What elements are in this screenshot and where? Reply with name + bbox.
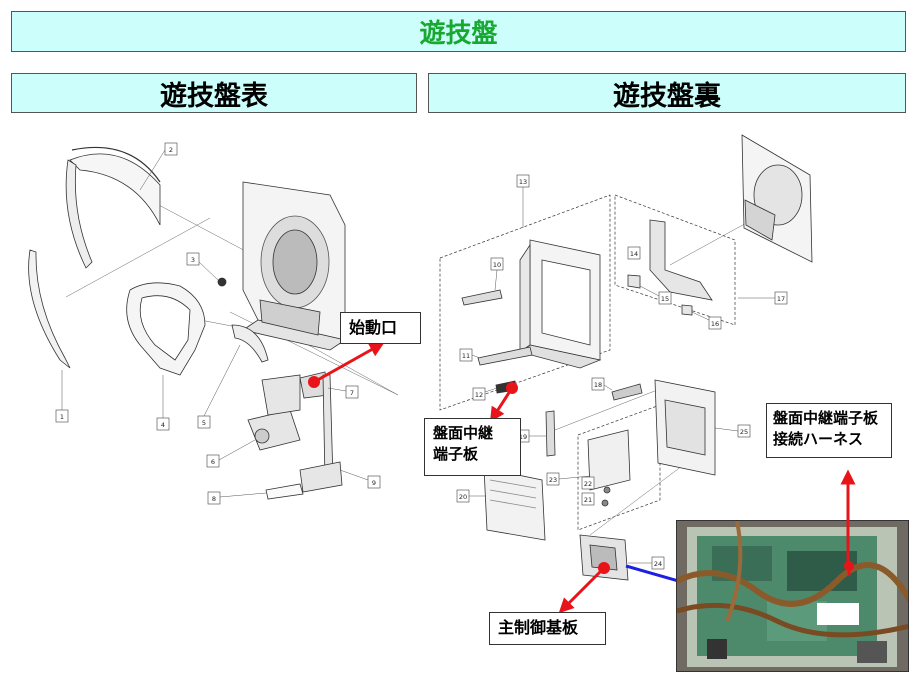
page-title: 遊技盤	[11, 11, 906, 52]
part-label-9: 9	[339, 469, 381, 489]
svg-text:15: 15	[661, 295, 669, 303]
svg-text:10: 10	[493, 261, 501, 269]
part-11-bar	[477, 346, 533, 366]
svg-text:7: 7	[350, 389, 354, 397]
back-section-header: 遊技盤裏	[428, 73, 906, 113]
front-section-header: 遊技盤表	[11, 73, 417, 113]
part-label-25: 25	[714, 424, 751, 438]
main-control-callout: 主制御基板	[489, 612, 606, 645]
front-parts-group	[28, 146, 399, 500]
part-18-bar	[611, 383, 643, 401]
part-10-bracket	[461, 289, 503, 306]
svg-text:16: 16	[711, 320, 719, 328]
part-9-lower-rail	[299, 374, 343, 493]
front-main-frame-part	[242, 181, 346, 351]
part-19-strip	[545, 410, 556, 457]
svg-text:20: 20	[459, 493, 467, 501]
part-label-12: 12	[472, 387, 498, 401]
harness-callout: 盤面中継端子板 接続ハーネス	[766, 403, 892, 458]
part-21	[601, 499, 609, 507]
part-label-14: 14	[627, 246, 641, 260]
part-label-16: 16	[691, 311, 722, 330]
part-label-11: 11	[459, 348, 481, 362]
svg-text:19: 19	[519, 433, 527, 441]
start-port-arrow	[313, 342, 385, 384]
svg-text:2: 2	[169, 146, 173, 154]
svg-text:12: 12	[475, 391, 483, 399]
svg-text:4: 4	[161, 421, 165, 429]
part-23-board	[587, 429, 631, 491]
svg-text:11: 11	[462, 352, 470, 360]
board-photo-label	[817, 603, 859, 625]
part-label-4: 4	[156, 375, 170, 431]
group-17-box	[614, 194, 736, 326]
part-label-18: 18	[591, 377, 613, 391]
svg-text:17: 17	[777, 295, 785, 303]
start-port-callout: 始動口	[340, 312, 421, 344]
part-label-15: 15	[639, 285, 672, 305]
part-label-7: 7	[327, 385, 359, 399]
board-photo-image	[677, 521, 908, 671]
rail-upper-part	[65, 146, 161, 269]
part-label-1: 1	[55, 370, 69, 423]
svg-text:6: 6	[211, 458, 215, 466]
group-21-box	[577, 404, 661, 531]
part-label-10: 10	[490, 257, 504, 291]
part-6-winning-unit	[247, 374, 301, 451]
svg-text:14: 14	[630, 250, 638, 258]
svg-text:24: 24	[654, 560, 662, 568]
svg-text:3: 3	[191, 256, 195, 264]
part-17-back-panel	[741, 134, 813, 263]
thin-rail-part	[28, 249, 71, 369]
svg-text:21: 21	[584, 496, 592, 504]
part-25-board	[654, 379, 716, 476]
part-3-small	[217, 277, 227, 287]
svg-text:23: 23	[549, 476, 557, 484]
board-photo	[676, 520, 909, 672]
group-13-box	[439, 194, 611, 411]
part-label-24: 24	[628, 556, 665, 570]
main-board-arrow	[558, 566, 606, 614]
back-parts-group	[439, 134, 813, 581]
part-8-plate	[265, 483, 304, 500]
svg-text:25: 25	[740, 428, 748, 436]
part-label-19: 19	[516, 429, 546, 443]
svg-text:22: 22	[584, 480, 592, 488]
harness-callout-line2: 接続ハーネス	[773, 430, 864, 448]
svg-text:9: 9	[372, 479, 376, 487]
back-frame-part	[519, 239, 602, 369]
relay-board-callout: 盤面中継 端子板	[424, 418, 521, 476]
part-label-17: 17	[738, 291, 788, 305]
parts-14-16-cluster	[627, 219, 713, 316]
part-24-main-board	[579, 534, 629, 581]
part-label-20: 20	[456, 489, 486, 503]
part-22	[603, 486, 611, 494]
relay-board-callout-line1: 盤面中継	[433, 424, 494, 442]
part-label-2: 2	[139, 142, 178, 191]
part-5-side-guide	[231, 324, 269, 363]
part-label-13: 13	[516, 174, 530, 228]
relay-board-callout-line2: 端子板	[433, 445, 479, 463]
part-label-3: 3	[186, 252, 219, 281]
part-number-labels: 1 2 3 4 5 6 7 8 9 10 11 12 13 14 15 16 1…	[55, 142, 788, 570]
svg-text:18: 18	[594, 381, 602, 389]
part-20-board	[483, 467, 546, 541]
svg-text:13: 13	[519, 178, 527, 186]
part-label-5: 5	[197, 344, 241, 429]
part-label-8: 8	[207, 491, 267, 505]
part-label-22: 22	[581, 476, 595, 490]
svg-text:1: 1	[60, 413, 64, 421]
harness-arrow	[840, 469, 856, 565]
ring-frame-part	[126, 282, 206, 376]
part-label-23: 23	[546, 472, 591, 486]
svg-text:5: 5	[202, 419, 206, 427]
part-label-21: 21	[581, 492, 595, 506]
part-label-6: 6	[206, 439, 256, 468]
harness-callout-line1: 盤面中継端子板	[773, 409, 879, 427]
svg-text:8: 8	[212, 495, 216, 503]
